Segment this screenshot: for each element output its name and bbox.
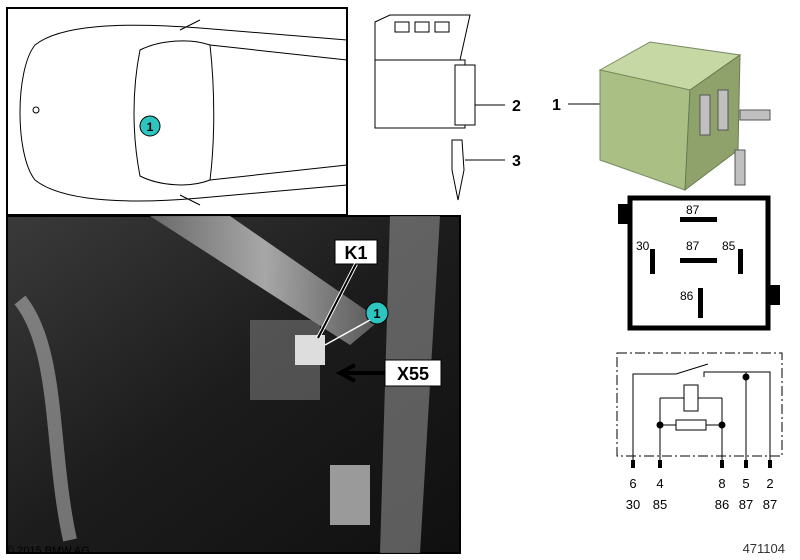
photo-marker-label: 1 xyxy=(373,306,380,321)
location-marker xyxy=(139,115,161,137)
x55-label: X55 xyxy=(397,364,429,384)
terminal-callout: 3 xyxy=(512,153,521,170)
pin-right: 85 xyxy=(722,239,736,253)
pin-terminal: 86 xyxy=(715,497,729,512)
connector-drawing: 2 3 xyxy=(374,14,521,201)
pin-top: 87 xyxy=(686,203,700,217)
diagram-id: 471104 xyxy=(743,541,785,556)
k1-label: K1 xyxy=(344,243,367,263)
pin-layout: 87 30 87 85 86 xyxy=(618,195,780,331)
pin-number: 8 xyxy=(718,476,725,491)
relay-callout: 1 xyxy=(552,97,561,114)
circuit-schematic xyxy=(616,352,783,468)
pin-terminal: 30 xyxy=(626,497,640,512)
pin-number: 4 xyxy=(656,476,663,491)
pin-number: 5 xyxy=(742,476,749,491)
pin-number: 6 xyxy=(629,476,636,491)
relay-picture: 1 xyxy=(552,41,771,192)
installation-photo: K1 1 X55 © 2015 BMW AG xyxy=(6,215,461,557)
pin-terminal: 87 xyxy=(763,497,777,512)
pin-number: 2 xyxy=(766,476,773,491)
copyright: © 2015 BMW AG xyxy=(6,545,90,557)
connector-callout: 2 xyxy=(512,98,521,115)
pin-center: 87 xyxy=(686,239,700,253)
pin-left: 30 xyxy=(636,239,650,253)
pin-terminal: 87 xyxy=(739,497,753,512)
car-location-view: 1 xyxy=(6,7,348,216)
location-marker-label: 1 xyxy=(147,120,154,134)
pin-terminal: 85 xyxy=(653,497,667,512)
schematic-pin-labels: 6 4 8 5 2 30 85 86 87 87 xyxy=(626,476,777,512)
pin-bottom: 86 xyxy=(680,289,694,303)
